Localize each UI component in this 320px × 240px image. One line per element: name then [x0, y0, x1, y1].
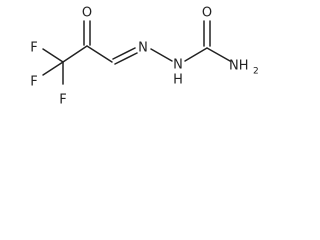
fluorine-upper-label: F: [30, 41, 37, 56]
bond-nh-to-carbonyl: [184, 47, 208, 62]
bond-carbonyl-to-ch: [86, 45, 113, 63]
bond-cf3-to-carbonyl: [62, 45, 88, 63]
bond-amide-to-nh2: [206, 47, 231, 62]
molecule-structure: O O F F F N N H NH 2: [30, 6, 259, 108]
nitrogen-nh-label: N: [173, 58, 183, 73]
bond-ch-n-double-top: [112, 47, 136, 60]
molecule-diagram: O O F F F N N H NH 2: [0, 0, 273, 117]
fluorine-bottom-label: F: [59, 93, 66, 108]
fluorine-lower-label: F: [30, 75, 37, 90]
oxygen-amide-label: O: [202, 6, 212, 21]
amine-nh-label: NH: [229, 59, 249, 74]
bond-cf-lower: [42, 61, 64, 76]
hydrogen-nh-label: H: [173, 73, 183, 88]
bond-cf-upper: [42, 48, 64, 63]
bond-ch-n-double-bottom: [114, 52, 138, 65]
bond-n-n: [150, 48, 173, 62]
oxygen-ketone-label: O: [82, 6, 92, 21]
nitrogen-imine-label: N: [138, 41, 148, 56]
amine-subscript-label: 2: [253, 67, 259, 77]
